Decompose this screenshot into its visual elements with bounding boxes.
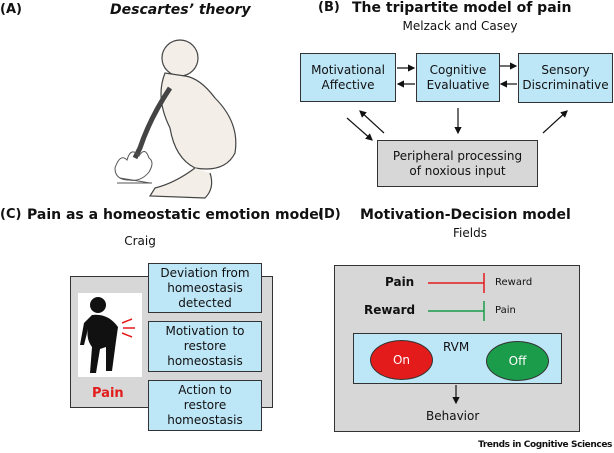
panel-b-subtitle: Melzack and Casey	[402, 19, 518, 33]
step-action-restore: Action to restore homeostasis	[148, 380, 262, 431]
back-pain-person-icon	[78, 293, 142, 377]
on-cell-ellipse: On	[370, 340, 433, 380]
sensory-discriminative-box: Sensory Discriminative	[518, 53, 613, 103]
step-motivation-restore: Motivation to restore homeostasis	[148, 321, 262, 372]
descartes-figure-illustration	[114, 39, 237, 199]
inhibited-reward-text: Reward	[495, 277, 533, 288]
panel-c-subtitle: Craig	[124, 234, 156, 248]
peripheral-processing-box: Peripheral processing of noxious input	[377, 140, 538, 187]
off-cell-ellipse: Off	[486, 341, 549, 381]
panel-d-label: (D)	[318, 207, 341, 222]
arrow-peripheral-to-sensory	[542, 110, 568, 134]
arrow-motivational-to-peripheral	[346, 117, 373, 141]
motivational-affective-box: Motivational Affective	[300, 53, 396, 102]
step-deviation-detected: Deviation from homeostasis detected	[148, 263, 262, 313]
panel-a-title: Descartes’ theory	[110, 2, 251, 18]
panel-a-label: (A)	[0, 2, 22, 17]
arrow-peripheral-to-motivational	[359, 110, 385, 134]
panel-c-title: Pain as a homeostatic emotion model	[27, 207, 324, 223]
inhibited-pain-text: Pain	[495, 305, 516, 316]
reward-text: Reward	[364, 303, 416, 317]
pain-text: Pain	[385, 275, 415, 289]
journal-footer: Trends in Cognitive Sciences	[478, 440, 612, 450]
panel-d-title: Motivation-Decision model	[360, 207, 571, 223]
pain-label: Pain	[92, 386, 124, 401]
panel-b-title: The tripartite model of pain	[352, 0, 572, 16]
rvm-label: RVM	[443, 340, 470, 354]
cognitive-evaluative-box: Cognitive Evaluative	[416, 53, 500, 102]
panel-c-label: (C)	[0, 207, 22, 222]
behavior-label: Behavior	[426, 409, 480, 423]
panel-b-label: (B)	[318, 0, 340, 15]
panel-d-subtitle: Fields	[453, 226, 487, 240]
